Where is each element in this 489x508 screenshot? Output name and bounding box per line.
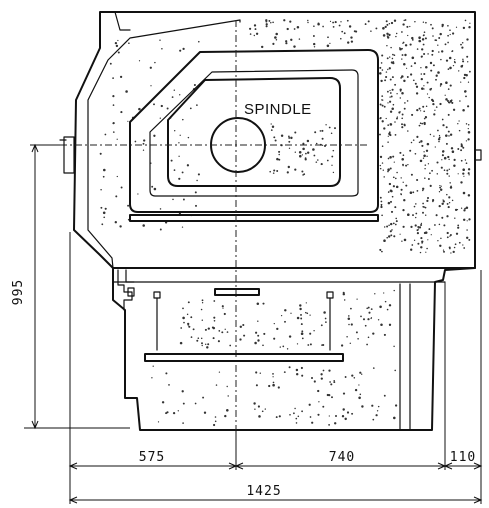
head-inner-boundary — [87, 19, 241, 269]
overall-width-dimension-text: 1425 — [246, 484, 281, 499]
right-width-dimension-text: 740 — [329, 450, 355, 465]
lower-support-left-cap — [153, 291, 161, 299]
height-dimension-text: 995 — [11, 279, 26, 305]
overall-width-dimension — [68, 496, 483, 504]
casting-speckle-texture — [99, 19, 471, 427]
side-width-dimension-text: 110 — [450, 450, 476, 465]
left-width-dimension-text: 575 — [139, 450, 165, 465]
machine-body-outline — [73, 11, 476, 431]
partial-width-dimensions — [68, 462, 483, 470]
base-center-slot — [214, 288, 260, 296]
left-flange — [63, 136, 75, 174]
coolant-fitting — [117, 269, 135, 311]
height-dimension — [24, 143, 130, 430]
spindle-label: SPINDLE — [244, 101, 312, 118]
upper-table-bar — [129, 214, 379, 222]
spindle-housing-outer-frame — [129, 49, 379, 213]
base-right-pillar — [399, 283, 411, 431]
spindle-housing-middle-frame — [149, 69, 359, 197]
right-tab — [474, 149, 482, 161]
coolant-fitting-cap — [127, 287, 135, 297]
lower-support-right-cap — [326, 291, 334, 299]
top-left-step — [99, 11, 131, 49]
lower-table-bar — [144, 353, 344, 362]
spindle-housing-inner-frame — [167, 77, 341, 187]
